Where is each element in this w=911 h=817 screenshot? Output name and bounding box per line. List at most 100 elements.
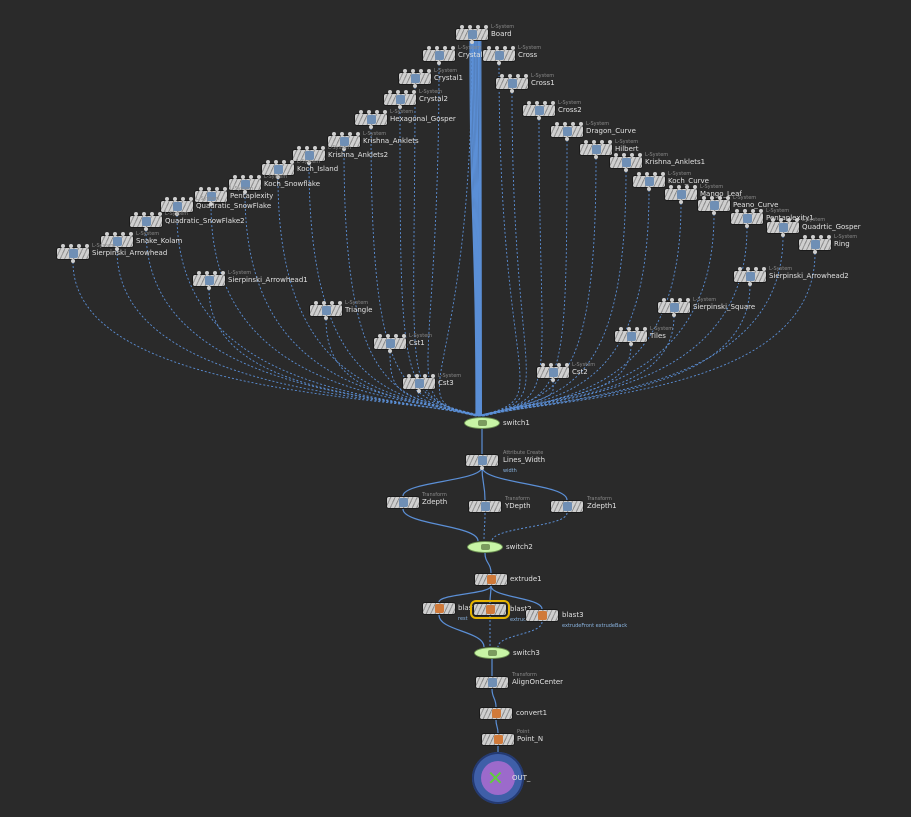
input-port[interactable] <box>321 146 325 150</box>
input-port[interactable] <box>819 235 823 239</box>
input-port[interactable] <box>678 298 682 302</box>
input-port[interactable] <box>367 110 371 114</box>
input-port[interactable] <box>751 209 755 213</box>
lsystem-node-board[interactable] <box>455 25 489 44</box>
input-port[interactable] <box>630 153 634 157</box>
input-port[interactable] <box>427 69 431 73</box>
input-port[interactable] <box>487 46 491 50</box>
input-port[interactable] <box>535 101 539 105</box>
input-port[interactable] <box>415 374 419 378</box>
output-port[interactable] <box>209 202 213 206</box>
input-port[interactable] <box>614 153 618 157</box>
blast2-node[interactable] <box>470 600 510 619</box>
zdepth1-node[interactable] <box>550 500 584 513</box>
input-port[interactable] <box>356 132 360 136</box>
input-port[interactable] <box>592 140 596 144</box>
input-port[interactable] <box>386 334 390 338</box>
output-port[interactable] <box>144 227 148 231</box>
input-port[interactable] <box>661 172 665 176</box>
input-port[interactable] <box>608 140 612 144</box>
lsystem-node-pentaplexity[interactable] <box>194 187 228 206</box>
zdepth-node[interactable] <box>386 496 420 509</box>
output-port[interactable] <box>672 313 676 317</box>
input-port[interactable] <box>274 160 278 164</box>
lsystem-node-quadrtic-gosper[interactable] <box>766 218 800 237</box>
output-port[interactable] <box>369 125 373 129</box>
out-null-node[interactable]: ✕ <box>472 752 524 804</box>
output-port[interactable] <box>398 105 402 109</box>
lsystem-node-peano-curve[interactable] <box>697 196 731 215</box>
input-port[interactable] <box>795 218 799 222</box>
input-port[interactable] <box>670 298 674 302</box>
switch1-node[interactable] <box>464 417 500 429</box>
input-port[interactable] <box>378 334 382 338</box>
output-port[interactable] <box>624 168 628 172</box>
input-port[interactable] <box>431 374 435 378</box>
input-port[interactable] <box>565 363 569 367</box>
input-port[interactable] <box>503 46 507 50</box>
input-port[interactable] <box>241 175 245 179</box>
align-on-center-node[interactable] <box>475 676 509 689</box>
input-port[interactable] <box>69 244 73 248</box>
input-port[interactable] <box>516 74 520 78</box>
lsystem-node-cross[interactable] <box>482 46 516 65</box>
output-port[interactable] <box>647 187 651 191</box>
input-port[interactable] <box>669 185 673 189</box>
input-port[interactable] <box>702 196 706 200</box>
output-port[interactable] <box>565 137 569 141</box>
input-port[interactable] <box>524 74 528 78</box>
input-port[interactable] <box>388 90 392 94</box>
output-port[interactable] <box>417 389 421 393</box>
input-port[interactable] <box>305 146 309 150</box>
input-port[interactable] <box>257 175 261 179</box>
switch2-node[interactable] <box>467 541 503 553</box>
output-port[interactable] <box>594 155 598 159</box>
input-port[interactable] <box>394 334 398 338</box>
lsystem-node-krishna-anklets[interactable] <box>327 132 361 151</box>
output-port[interactable] <box>115 247 119 251</box>
lsystem-node-crystal2[interactable] <box>383 90 417 109</box>
lsystem-node-sierpinski-arrowhead1[interactable] <box>192 271 226 290</box>
input-port[interactable] <box>105 232 109 236</box>
lsystem-node-mango-leaf[interactable] <box>664 185 698 204</box>
input-port[interactable] <box>150 212 154 216</box>
input-port[interactable] <box>551 101 555 105</box>
lsystem-node-sierpinski-arrowhead2[interactable] <box>733 267 767 286</box>
lsystem-node-cst1[interactable] <box>373 334 407 353</box>
input-port[interactable] <box>476 25 480 29</box>
input-port[interactable] <box>330 301 334 305</box>
input-port[interactable] <box>746 267 750 271</box>
lsystem-node-quadratic-snowflake2[interactable] <box>129 212 163 231</box>
convert1-node[interactable] <box>479 707 513 720</box>
input-port[interactable] <box>579 122 583 126</box>
output-port[interactable] <box>307 161 311 165</box>
input-port[interactable] <box>762 267 766 271</box>
input-port[interactable] <box>584 140 588 144</box>
input-port[interactable] <box>215 187 219 191</box>
input-port[interactable] <box>197 271 201 275</box>
input-port[interactable] <box>199 187 203 191</box>
lsystem-node-koch-curve[interactable] <box>632 172 666 191</box>
output-port[interactable] <box>243 190 247 194</box>
input-port[interactable] <box>743 209 747 213</box>
input-port[interactable] <box>555 122 559 126</box>
input-port[interactable] <box>662 298 666 302</box>
input-port[interactable] <box>619 327 623 331</box>
input-port[interactable] <box>511 46 515 50</box>
output-port[interactable] <box>207 286 211 290</box>
input-port[interactable] <box>173 197 177 201</box>
input-port[interactable] <box>638 153 642 157</box>
input-port[interactable] <box>61 244 65 248</box>
input-port[interactable] <box>738 267 742 271</box>
input-port[interactable] <box>249 175 253 179</box>
input-port[interactable] <box>403 69 407 73</box>
input-port[interactable] <box>571 122 575 126</box>
output-port[interactable] <box>276 175 280 179</box>
input-port[interactable] <box>359 110 363 114</box>
lsystem-node-krishna-anklets1[interactable] <box>609 153 643 172</box>
input-port[interactable] <box>635 327 639 331</box>
input-port[interactable] <box>338 301 342 305</box>
input-port[interactable] <box>375 110 379 114</box>
output-port[interactable] <box>712 211 716 215</box>
input-port[interactable] <box>803 235 807 239</box>
